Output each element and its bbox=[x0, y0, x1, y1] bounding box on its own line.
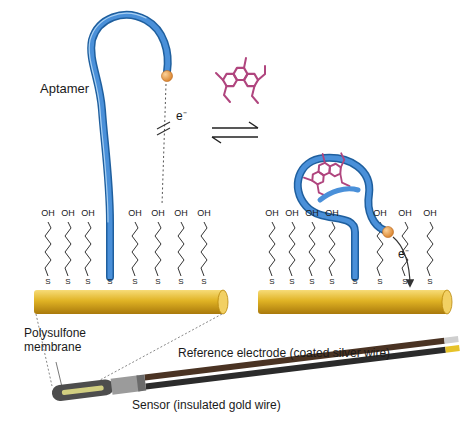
electron-transfer-arrow bbox=[393, 237, 410, 286]
thiol-sulfur: S bbox=[377, 277, 382, 286]
hydroxyl-group: OH bbox=[398, 208, 412, 218]
redox-reporter bbox=[383, 227, 394, 238]
hydroxyl-group: OH bbox=[285, 208, 299, 218]
chain bbox=[329, 222, 335, 276]
hydroxyl-group: OH bbox=[197, 208, 211, 218]
gold-tip bbox=[445, 345, 460, 353]
electron-label: e⁻ bbox=[398, 248, 409, 262]
break-mark bbox=[157, 122, 170, 135]
thiol-sulfur: S bbox=[178, 277, 183, 286]
silver-tip bbox=[444, 336, 459, 344]
aptamer-ribbon bbox=[320, 189, 358, 200]
reverse-arrow bbox=[212, 137, 258, 143]
rod-end bbox=[218, 290, 228, 314]
hydroxyl-group: OH bbox=[174, 208, 188, 218]
thiol-sulfur: S bbox=[155, 277, 160, 286]
part-label: Sensor (insulated gold wire) bbox=[132, 399, 281, 413]
ring bbox=[244, 74, 258, 86]
gold-electrode bbox=[34, 290, 228, 314]
thiol-sulfur: S bbox=[65, 277, 70, 286]
gold-rod bbox=[34, 290, 224, 314]
forward-arrow bbox=[212, 122, 258, 128]
hydroxyl-group: OH bbox=[61, 208, 75, 218]
hydroxyl-group: OH bbox=[325, 208, 339, 218]
membrane bbox=[51, 379, 114, 402]
thiol-sulfur: S bbox=[329, 277, 334, 286]
hydroxyl-group: OH bbox=[41, 208, 55, 218]
ribbon-highlight bbox=[89, 13, 146, 222]
rod-end bbox=[442, 290, 452, 314]
equilibrium-arrows bbox=[212, 122, 258, 143]
thiol-sulfur: S bbox=[45, 277, 50, 286]
monolayer-chains bbox=[45, 222, 433, 276]
thiol-sulfur: S bbox=[269, 277, 274, 286]
hydroxyl-group: OH bbox=[81, 208, 95, 218]
chain bbox=[85, 222, 91, 276]
thiol-sulfur: S bbox=[402, 277, 407, 286]
side-chain bbox=[216, 58, 265, 103]
blocked-electron-path bbox=[162, 84, 166, 205]
thiol-sulfur: S bbox=[289, 277, 294, 286]
part-label: Aptamer bbox=[40, 82, 89, 97]
chain bbox=[201, 222, 207, 276]
redox-reporter bbox=[162, 71, 173, 82]
hydroxyl-group: OH bbox=[128, 208, 142, 218]
hydroxyl-group: OH bbox=[373, 208, 387, 218]
thiol-sulfur: S bbox=[107, 277, 112, 286]
sensor-wire bbox=[145, 347, 445, 390]
hydroxyl-group: OH bbox=[265, 208, 279, 218]
gold-rod bbox=[258, 290, 448, 314]
thiol-sulfur: S bbox=[427, 277, 432, 286]
electron-label: e⁻ bbox=[176, 110, 187, 124]
thiol-sulfur: S bbox=[85, 277, 90, 286]
chain bbox=[427, 222, 433, 276]
gold-electrode bbox=[258, 290, 452, 314]
thiol-sulfur: S bbox=[309, 277, 314, 286]
sensor-inside bbox=[62, 385, 104, 395]
hydroxyl-group: OH bbox=[423, 208, 437, 218]
chain bbox=[155, 222, 161, 276]
reference-wire bbox=[144, 338, 444, 381]
hydroxyl-group: OH bbox=[151, 208, 165, 218]
target-molecule bbox=[216, 58, 265, 103]
part-label: Polysulfone membrane bbox=[24, 327, 110, 355]
thiol-sulfur: S bbox=[132, 277, 137, 286]
hydroxyl-group: OH bbox=[305, 208, 319, 218]
part-label: Reference electrode (coated silver wire) bbox=[178, 347, 390, 361]
aptamer-unbound bbox=[89, 13, 168, 277]
chain bbox=[45, 222, 51, 276]
sleeve bbox=[111, 375, 141, 394]
chain bbox=[309, 222, 315, 276]
chain bbox=[269, 222, 275, 276]
ring bbox=[310, 170, 326, 185]
probe bbox=[51, 336, 460, 402]
chain bbox=[178, 222, 184, 276]
leader-line bbox=[56, 362, 62, 387]
sleeve-ring bbox=[136, 375, 146, 392]
chain bbox=[132, 222, 138, 276]
chain bbox=[289, 222, 295, 276]
thiol-sulfur: S bbox=[201, 277, 206, 286]
thiol-sulfur: S bbox=[352, 277, 357, 286]
chain bbox=[65, 222, 71, 276]
